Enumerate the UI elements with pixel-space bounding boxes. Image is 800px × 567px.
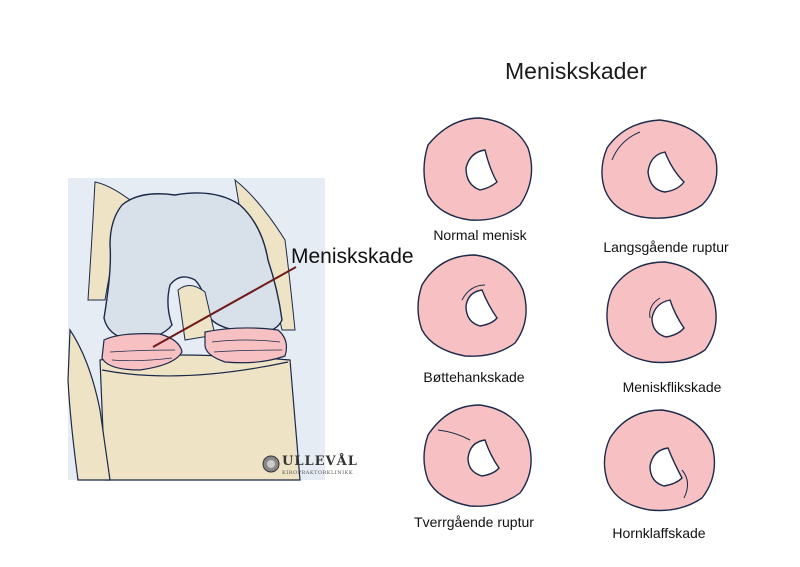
meniscus-right	[204, 327, 288, 364]
figure-title: Meniskskader	[505, 58, 647, 84]
meniscus-transverse-diagram	[423, 404, 532, 507]
cruciate-ligament	[177, 285, 216, 341]
caption-horn-flap: Hornklaffskade	[612, 525, 706, 541]
logo-emblem-icon	[262, 455, 280, 473]
meniscus-flap-diagram	[606, 261, 717, 364]
caption-normal: Normal menisk	[433, 227, 527, 243]
meniscus-bucket-handle-diagram	[417, 254, 527, 357]
logo-subtitle: KIROPRAKTORKLINIKK	[282, 470, 354, 476]
meniscus-longitudinal-diagram	[601, 119, 718, 219]
meniscus-normal-diagram	[423, 117, 533, 221]
callout-label: Meniskskade	[291, 245, 414, 268]
caption-flap: Meniskflikskade	[622, 379, 722, 395]
caption-longitudinal: Langsgående ruptur	[603, 239, 729, 255]
callout-line	[152, 266, 297, 348]
logo-word: ULLEVÅL	[282, 454, 358, 469]
caption-transverse: Tverrgående ruptur	[414, 514, 534, 530]
caption-bucket-handle: Bøttehankskade	[423, 369, 525, 385]
meniscus-horn-flap-diagram	[603, 409, 716, 512]
fibula-bone	[67, 328, 111, 481]
